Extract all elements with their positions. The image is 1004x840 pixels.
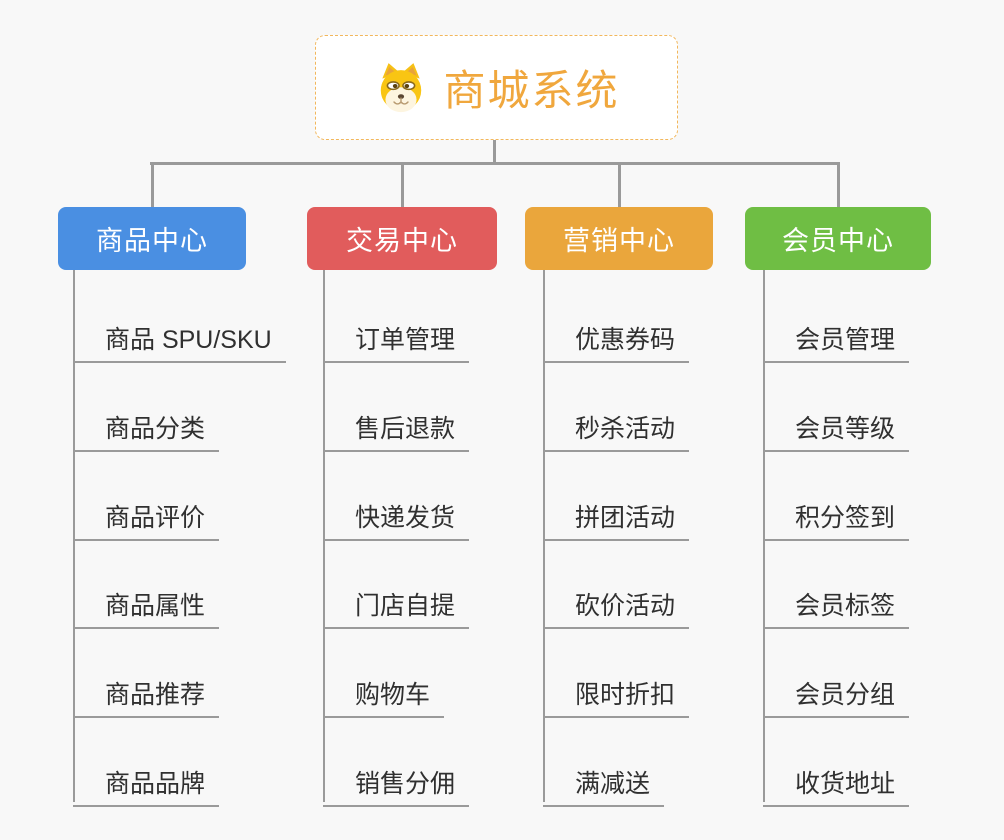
connector-spine-product-center: [73, 270, 75, 802]
branch-item-member-center-5[interactable]: 会员分组: [763, 669, 910, 718]
branch-item-member-center-6[interactable]: 收货地址: [763, 758, 910, 807]
connector-drop-product-center: [150, 162, 154, 208]
branch-node-marketing-center[interactable]: 营销中心: [525, 207, 713, 270]
branch-item-product-center-2[interactable]: 商品分类: [73, 403, 220, 452]
branch-item-product-center-4[interactable]: 商品属性: [73, 580, 220, 629]
branch-item-marketing-center-1[interactable]: 优惠券码: [543, 314, 690, 363]
connector-root-line: [493, 139, 496, 165]
connector-spine-marketing-center: [543, 270, 545, 802]
branch-item-trade-center-6[interactable]: 销售分佣: [323, 758, 470, 807]
branch-node-trade-center[interactable]: 交易中心: [307, 207, 497, 270]
branch-item-product-center-1[interactable]: 商品 SPU/SKU: [73, 314, 286, 363]
connector-spine-member-center: [763, 270, 765, 802]
branch-item-trade-center-5[interactable]: 购物车: [323, 669, 445, 718]
branch-item-trade-center-4[interactable]: 门店自提: [323, 580, 470, 629]
connector-spine-trade-center: [323, 270, 325, 802]
branch-item-trade-center-1[interactable]: 订单管理: [323, 314, 470, 363]
branch-item-marketing-center-6[interactable]: 满减送: [543, 758, 665, 807]
branch-node-product-center[interactable]: 商品中心: [58, 207, 246, 270]
branch-node-member-center[interactable]: 会员中心: [745, 207, 931, 270]
branch-item-member-center-1[interactable]: 会员管理: [763, 314, 910, 363]
branch-item-trade-center-3[interactable]: 快递发货: [323, 492, 470, 541]
branch-item-marketing-center-4[interactable]: 砍价活动: [543, 580, 690, 629]
branch-item-marketing-center-5[interactable]: 限时折扣: [543, 669, 690, 718]
root-topic-label: 商城系统: [443, 67, 620, 114]
branch-item-member-center-4[interactable]: 会员标签: [763, 580, 910, 629]
branch-item-product-center-6[interactable]: 商品品牌: [73, 758, 220, 807]
branch-item-member-center-2[interactable]: 会员等级: [763, 403, 910, 452]
root-topic[interactable]: 商城系统: [315, 35, 678, 140]
branch-item-marketing-center-2[interactable]: 秒杀活动: [543, 403, 690, 452]
branch-item-marketing-center-3[interactable]: 拼团活动: [543, 492, 690, 541]
branch-item-member-center-3[interactable]: 积分签到: [763, 492, 910, 541]
connector-drop-member-center: [836, 162, 840, 208]
connector-rail: [150, 162, 839, 165]
connector-drop-trade-center: [400, 162, 404, 208]
connector-drop-marketing-center: [617, 162, 621, 208]
branch-item-trade-center-2[interactable]: 售后退款: [323, 403, 470, 452]
dog-face-icon: [381, 62, 422, 112]
branch-item-product-center-5[interactable]: 商品推荐: [73, 669, 220, 718]
branch-item-product-center-3[interactable]: 商品评价: [73, 492, 220, 541]
